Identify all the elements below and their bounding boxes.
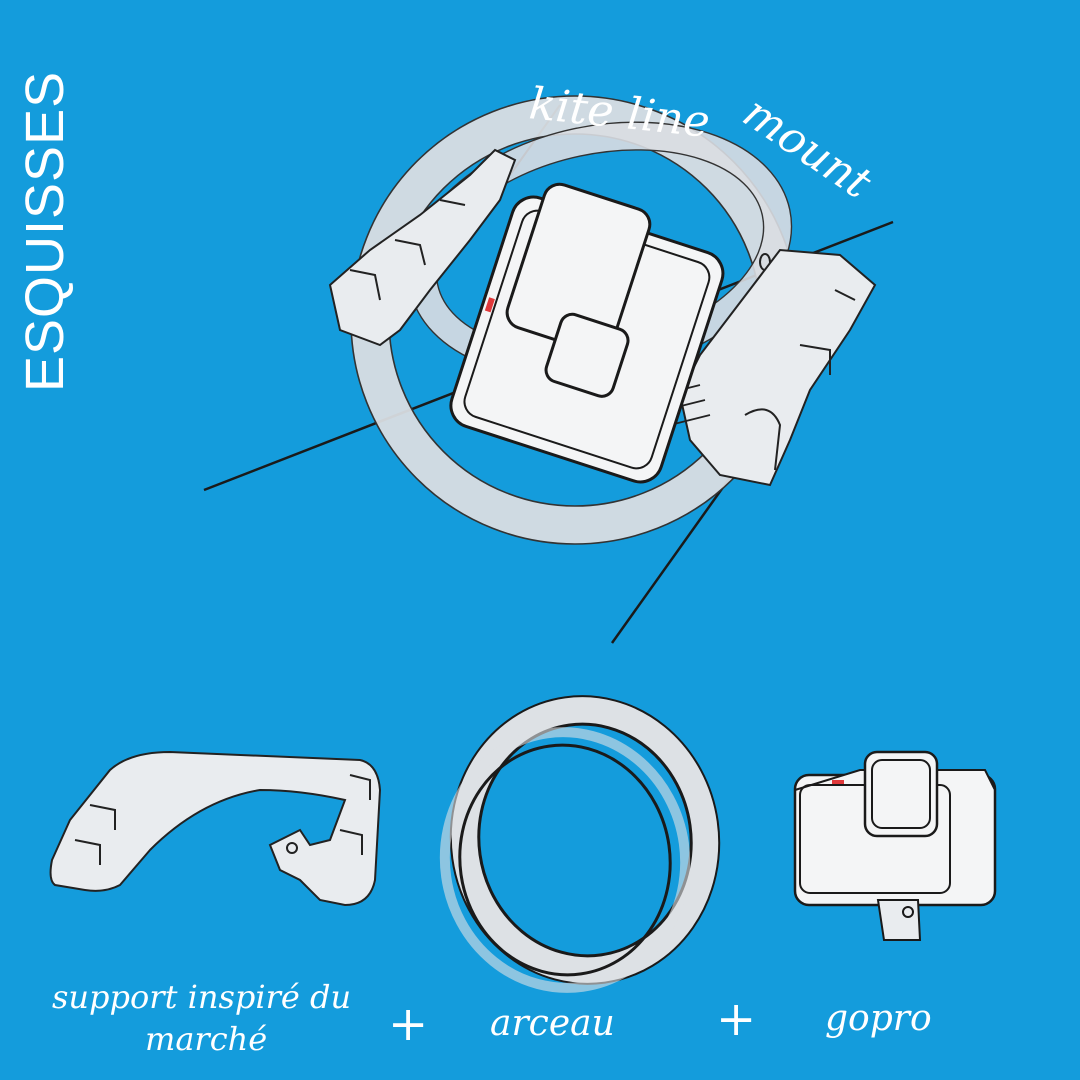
- arceau-label: arceau: [490, 1003, 615, 1044]
- support-clamp-sketch: [49, 750, 382, 907]
- left-clamp: [328, 148, 517, 347]
- gopro-sketch: [793, 750, 997, 941]
- arceau-sketch: [439, 695, 721, 993]
- gopro-in-mount: [449, 182, 725, 484]
- gopro-label: gopro: [825, 998, 932, 1039]
- support-label: support inspiré du: [52, 978, 351, 1016]
- assembled-mount-sketch: [203, 95, 894, 644]
- plus-sign-2: +: [716, 991, 756, 1047]
- support-label-line2: marché: [145, 1020, 267, 1058]
- plus-sign-1: +: [388, 996, 428, 1052]
